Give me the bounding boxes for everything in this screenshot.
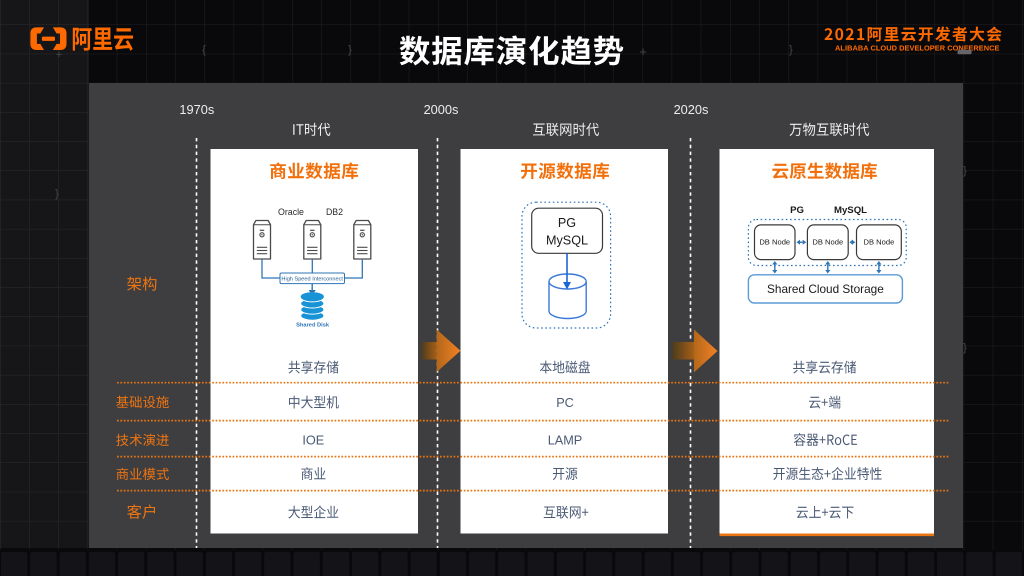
svg-text:}: } xyxy=(963,165,967,177)
svg-text:Shared Cloud Storage: Shared Cloud Storage xyxy=(767,282,884,296)
svg-text:}: } xyxy=(789,44,793,56)
svg-text:+: + xyxy=(56,49,62,61)
svg-text:}: } xyxy=(55,188,59,200)
svg-text:MySQL: MySQL xyxy=(834,205,867,216)
svg-text:}: } xyxy=(963,342,967,354)
svg-text:2020s: 2020s xyxy=(674,102,709,117)
svg-text:ALIBABA CLOUD DEVELOPER CONFER: ALIBABA CLOUD DEVELOPER CONFERENCE xyxy=(835,44,999,53)
svg-text:PG: PG xyxy=(558,216,576,230)
svg-text:PG: PG xyxy=(790,205,804,216)
svg-text:}: } xyxy=(348,44,352,56)
svg-text:Shared Disk: Shared Disk xyxy=(296,323,330,329)
svg-text:DB Node: DB Node xyxy=(863,238,894,247)
svg-text:{: { xyxy=(202,44,206,56)
svg-text:2000s: 2000s xyxy=(424,102,459,117)
svg-text:+: + xyxy=(639,44,647,59)
svg-text:1970s: 1970s xyxy=(179,102,214,117)
svg-text:PC: PC xyxy=(556,396,574,410)
svg-text:Oracle: Oracle xyxy=(278,207,304,217)
svg-text:MySQL: MySQL xyxy=(546,234,588,248)
svg-text:DB2: DB2 xyxy=(326,207,343,217)
svg-text:DB Node: DB Node xyxy=(812,238,843,247)
svg-text:DB Node: DB Node xyxy=(759,238,790,247)
svg-text:LAMP: LAMP xyxy=(548,434,583,448)
svg-text:IOE: IOE xyxy=(302,434,324,448)
svg-text:High Speed Interconnect: High Speed Interconnect xyxy=(281,277,343,283)
